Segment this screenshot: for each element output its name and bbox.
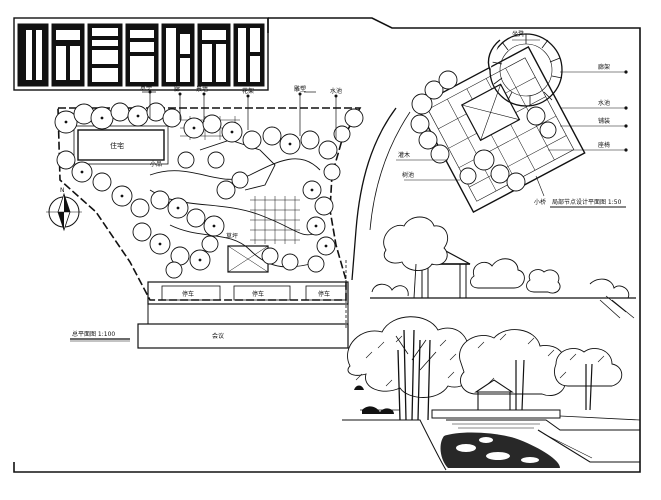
spiral-pergola: [487, 33, 563, 107]
plan-tree-centers: [64, 114, 328, 262]
building-label: 住宅: [110, 141, 124, 150]
detail-callout-4: 座椅: [598, 141, 610, 149]
tile-1: [17, 23, 49, 87]
north-arrow-icon: N: [46, 187, 82, 232]
plan-callout-6: 水池: [330, 87, 342, 95]
header-title-tiles: [13, 17, 269, 91]
detail-callout-6: 树池: [402, 171, 414, 179]
detail-callout-leaders: [396, 39, 626, 197]
tile-4: [125, 23, 159, 87]
detail-callout-3: 铺装: [598, 117, 610, 125]
tile-5: [161, 23, 195, 87]
plan-caption-text: 总平面图 1:100: [72, 330, 115, 338]
detail-tree-canopies: [410, 70, 557, 192]
plan-callout-7: 草坪: [226, 232, 238, 240]
detail-caption-text: 局部节点设计平面图 1:50: [552, 198, 622, 206]
perspective-foliage-marks: [355, 333, 605, 387]
building-block: [77, 129, 165, 161]
plan-callout-4: 花架: [242, 87, 254, 95]
perspective-water-shading: [354, 385, 560, 468]
perspective-sketch: [342, 316, 641, 471]
north-label: N: [60, 187, 65, 194]
road-curve: [351, 107, 397, 281]
detail-callout-dots: [624, 70, 628, 152]
lower-block: [147, 303, 349, 325]
tile-3: [87, 23, 123, 87]
plan-callout-dots: [148, 90, 338, 98]
plan-callout-leaders: [142, 91, 337, 140]
plan-caption: 总平面图 1:100: [70, 330, 130, 342]
plan-callout-2: 廊: [174, 85, 180, 93]
elevation-sketch: [370, 216, 636, 319]
parking-label-1: 停车: [182, 290, 194, 298]
tile-2: [51, 23, 85, 87]
plan-callout-8: 小品: [150, 160, 162, 168]
parking-label-3: 停车: [318, 290, 330, 298]
detail-plan: [416, 33, 586, 214]
plan-callout-1: 景亭: [140, 83, 152, 91]
detail-callout-8: 坐凳: [512, 30, 524, 38]
plan-tree-canopies: [54, 102, 364, 279]
tile-7: [233, 23, 265, 87]
detail-callout-7: 小桥: [534, 198, 546, 206]
detail-caption: 局部节点设计平面图 1:50: [550, 198, 626, 208]
plan-callout-3: 景墙: [196, 85, 208, 93]
tile-6: [197, 23, 231, 87]
detail-callout-2: 水池: [598, 99, 610, 107]
detail-callout-1: 廊架: [598, 63, 610, 71]
lower-block-label: 会议: [212, 332, 224, 340]
plan-callout-5: 雕塑: [294, 85, 306, 93]
parking-label-2: 停车: [252, 290, 264, 298]
detail-callout-5: 灌木: [398, 151, 410, 159]
